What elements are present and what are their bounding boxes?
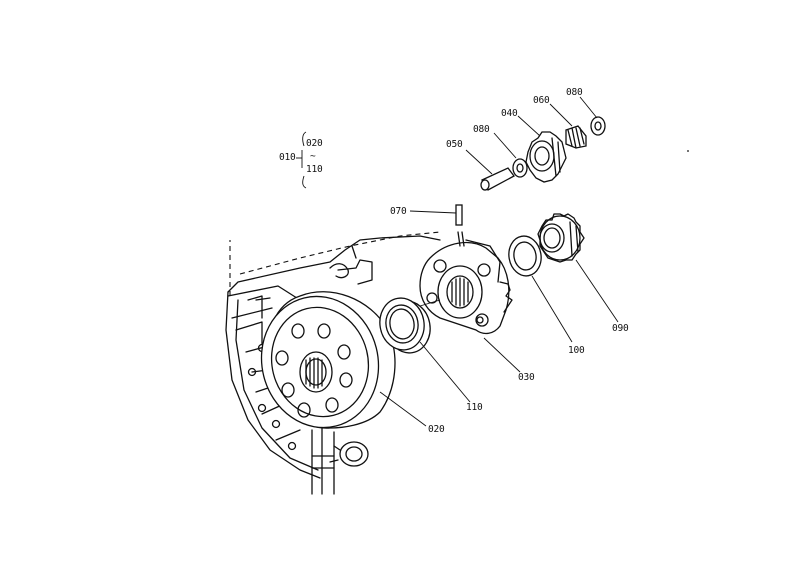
part-050-pin: [480, 167, 515, 191]
part-030-carrier: [419, 231, 513, 335]
stray-mark: [687, 150, 689, 152]
legend-bracket: [296, 131, 307, 189]
callout-030: 030: [518, 372, 535, 383]
callout-050: 050: [446, 139, 463, 150]
leader-lines: [379, 96, 619, 427]
part-090-gear: [537, 213, 585, 263]
legend-from-label: 020: [306, 138, 323, 149]
callout-100: 100: [568, 345, 585, 356]
part-060-needle-bearing: [565, 125, 587, 149]
part-110-bearing: [379, 297, 431, 354]
legend-parent-label: 010: [279, 152, 296, 163]
part-080-washer-lower: [512, 158, 528, 178]
transmission-housing: [225, 231, 441, 495]
legend-to-label: 110: [306, 164, 323, 175]
callout-040: 040: [501, 108, 518, 119]
callout-060: 060: [533, 95, 550, 106]
callout-020: 020: [428, 424, 445, 435]
part-100-washer: [508, 235, 542, 277]
callout-080-upper: 080: [566, 87, 583, 98]
callout-090: 090: [612, 323, 629, 334]
part-040-gear: [525, 131, 567, 183]
callout-080-lower: 080: [473, 124, 490, 135]
part-070-small-pin: [455, 204, 463, 226]
part-080-washer-upper: [590, 116, 606, 136]
legend-tilde: ~: [310, 151, 316, 162]
callout-070: 070: [390, 206, 407, 217]
callout-110: 110: [466, 402, 483, 413]
part-020-planet-drum: [260, 291, 396, 429]
